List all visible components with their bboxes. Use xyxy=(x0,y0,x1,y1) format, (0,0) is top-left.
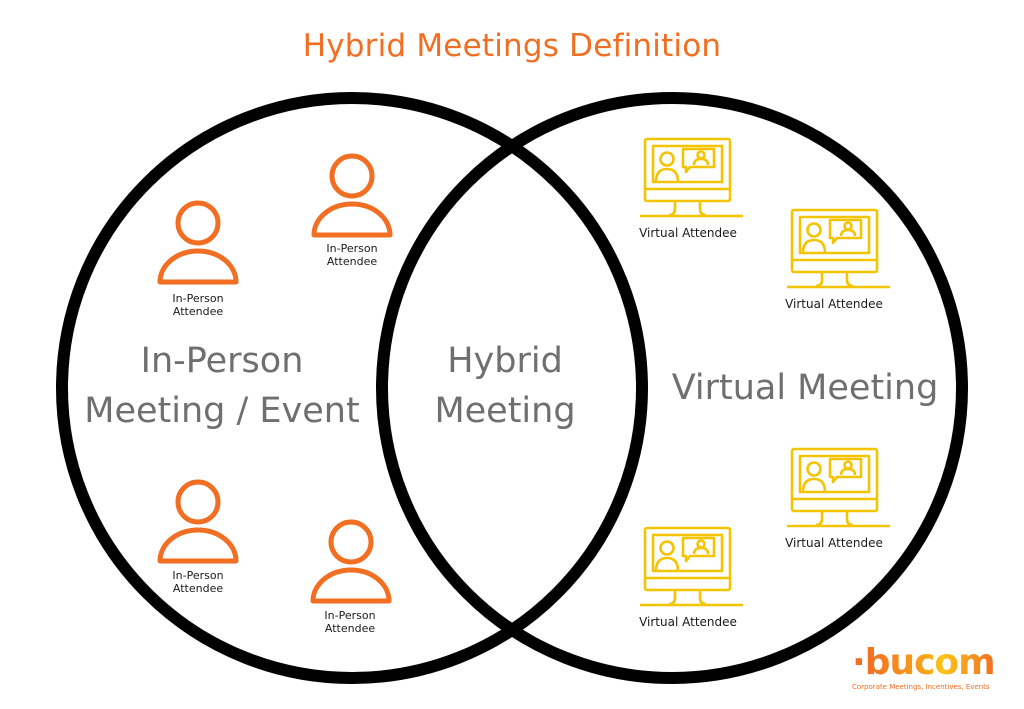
monitor-video-call-icon xyxy=(638,526,745,607)
in-person-attendee-label: In-Person Attendee xyxy=(300,609,400,635)
virtual-attendee-label: Virtual Attendee xyxy=(785,297,883,311)
attendee-label-line2: Attendee xyxy=(326,255,378,268)
attendee-label-line2: Attendee xyxy=(172,305,224,318)
monitor-video-call-icon xyxy=(638,137,745,218)
logo-tagline: Corporate Meetings, Incentives, Events xyxy=(852,683,990,691)
logo-word: bucom xyxy=(864,642,996,683)
person-icon xyxy=(160,203,236,282)
attendee-label-line1: In-Person xyxy=(172,569,224,582)
hybrid-label-line2: Meeting xyxy=(434,391,576,431)
in-person-attendee-label: In-Person Attendee xyxy=(148,292,248,318)
person-icon xyxy=(313,522,389,601)
virtual-region-label: Virtual Meeting xyxy=(650,363,960,413)
attendee-label-line1: In-Person xyxy=(326,242,378,255)
virtual-attendee-label: Virtual Attendee xyxy=(639,226,737,240)
attendee-label-line2: Attendee xyxy=(172,582,224,595)
in-person-attendee-label: In-Person Attendee xyxy=(148,569,248,595)
virtual-circle xyxy=(376,92,968,684)
attendee-label-line1: In-Person xyxy=(172,292,224,305)
logo-wordmark: ·bucom xyxy=(852,642,996,683)
attendee-label-line1: In-Person xyxy=(324,609,376,622)
person-icon xyxy=(314,156,390,235)
hybrid-region-label: Hybrid Meeting xyxy=(410,336,600,436)
person-icon xyxy=(160,482,236,561)
virtual-label-line1: Virtual Meeting xyxy=(671,368,939,408)
in-person-region-label: In-Person Meeting / Event xyxy=(62,336,382,436)
in-person-label-line2: Meeting / Event xyxy=(84,391,360,431)
bucom-logo: ·bucom Corporate Meetings, Incentives, E… xyxy=(852,642,1022,692)
attendee-label-line2: Attendee xyxy=(324,622,376,635)
virtual-attendee-label: Virtual Attendee xyxy=(639,615,737,629)
monitor-video-call-icon xyxy=(785,447,892,528)
in-person-circle xyxy=(56,92,648,684)
in-person-label-line1: In-Person xyxy=(140,341,304,381)
in-person-attendee-label: In-Person Attendee xyxy=(302,242,402,268)
hybrid-label-line1: Hybrid xyxy=(447,341,563,381)
diagram-title: Hybrid Meetings Definition xyxy=(302,28,722,64)
virtual-attendee-label: Virtual Attendee xyxy=(785,536,883,550)
monitor-video-call-icon xyxy=(785,208,892,289)
